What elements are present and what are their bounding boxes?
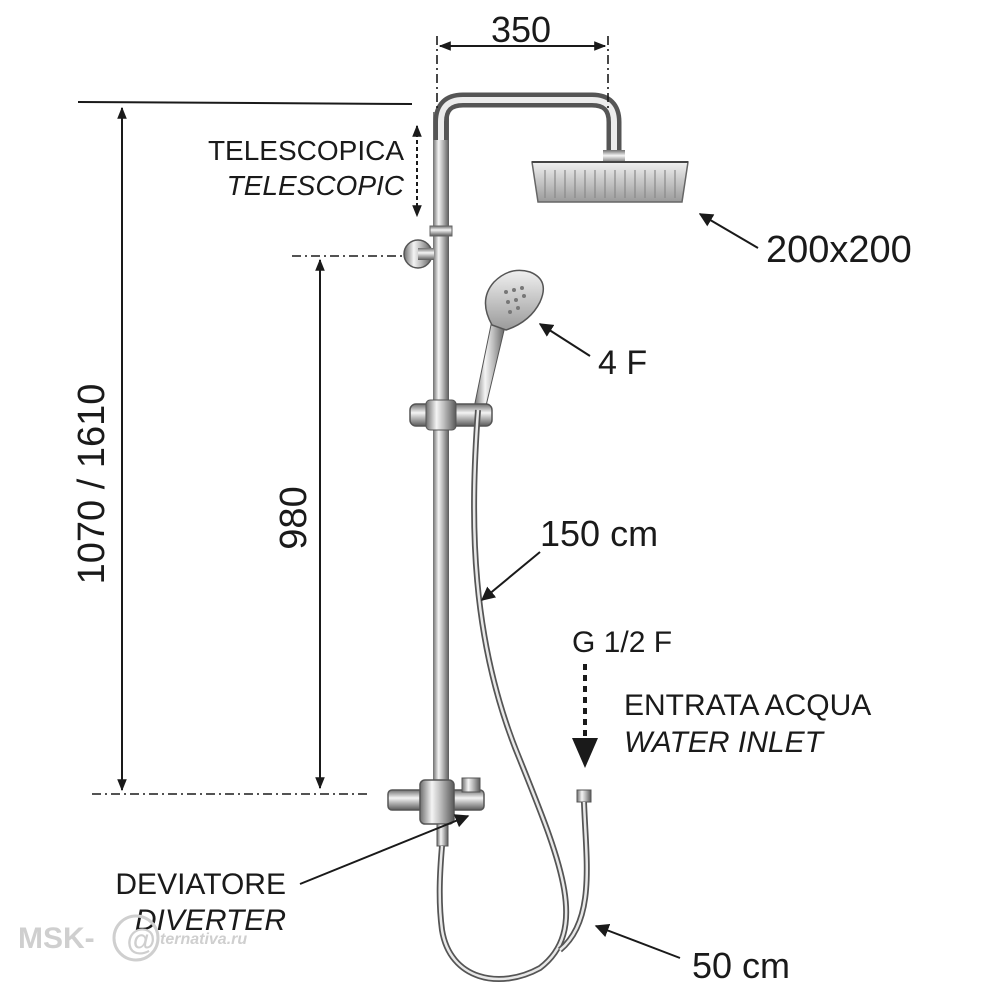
- hose-short-label: 50 cm: [692, 945, 790, 986]
- diverter-en-label: DIVERTER: [135, 904, 286, 937]
- wall-bracket: [403, 239, 434, 269]
- diverter-callout: DEVIATORE DIVERTER: [115, 814, 470, 937]
- dimension-1070-1610-label: 1070 / 1610: [71, 384, 113, 585]
- shower-column: [387, 92, 689, 982]
- hand-shower-callout: 4 F: [538, 323, 647, 382]
- shower-hose: [436, 409, 570, 982]
- watermark-at-icon: [112, 914, 160, 962]
- riser-pipe: [433, 112, 449, 812]
- watermark-logo: MSK- @ ternativa.ru: [18, 914, 247, 962]
- diverter: [387, 777, 485, 825]
- telescopic-callout: TELESCOPICA TELESCOPIC: [208, 124, 422, 218]
- water-inlet-en-label: WATER INLET: [624, 726, 826, 759]
- dimension-bar-height: 980: [273, 255, 404, 790]
- overhead-arm: [433, 92, 622, 160]
- dimension-total-height: 1070 / 1610: [71, 106, 127, 792]
- water-inlet-connector: [557, 789, 592, 953]
- dimension-head-spacing: 350: [436, 9, 609, 112]
- dimension-980-label: 980: [273, 486, 315, 549]
- telescopic-en-label: TELESCOPIC: [227, 170, 405, 201]
- top-reference-line: [77, 101, 413, 105]
- watermark-script: ternativa.ru: [160, 931, 247, 948]
- hose-short-callout: 50 cm: [594, 923, 790, 986]
- water-inlet-callout: G 1/2 F ENTRATA ACQUA WATER INLET: [572, 626, 871, 768]
- hose-long-label: 150 cm: [540, 513, 658, 554]
- inlet-arrow-icon: [572, 738, 598, 768]
- watermark-brand: MSK-: [18, 922, 95, 955]
- inlet-thread-label: G 1/2 F: [572, 626, 672, 659]
- diverter-it-label: DEVIATORE: [115, 868, 286, 901]
- dimension-350-label: 350: [491, 9, 551, 50]
- shower-head: [531, 161, 689, 203]
- svg-text:@: @: [126, 924, 155, 957]
- water-inlet-it-label: ENTRATA ACQUA: [624, 689, 871, 722]
- hose-long-callout: 150 cm: [480, 513, 658, 601]
- head-size-label: 200x200: [766, 229, 912, 271]
- hand-shower-functions-label: 4 F: [598, 344, 647, 382]
- head-size-callout: 200x200: [698, 213, 912, 271]
- telescopic-it-label: TELESCOPICA: [208, 135, 404, 166]
- hand-shower: [473, 269, 545, 411]
- slider-holder: [409, 399, 493, 431]
